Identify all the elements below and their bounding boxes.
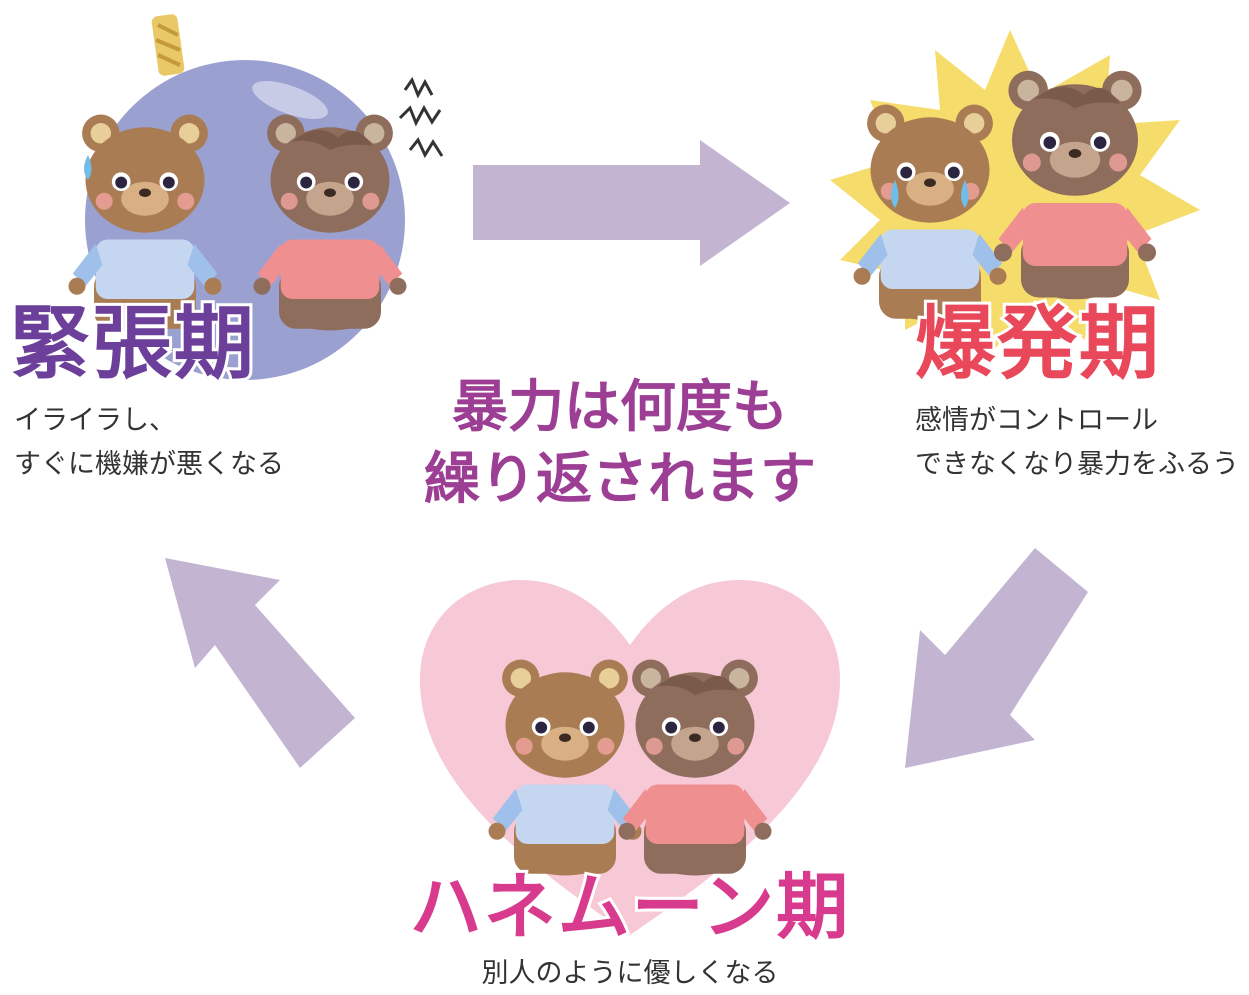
tension-phase-title: 緊張期 xyxy=(7,294,257,393)
arrow-icon xyxy=(473,140,790,266)
arrow-icon xyxy=(905,548,1088,768)
center-message: 暴力は何度も 繰り返されます xyxy=(400,372,840,516)
center-message-line1: 暴力は何度も xyxy=(452,375,788,440)
explosion-phase-title: 爆発期 xyxy=(912,294,1162,393)
explosion-desc-line1: 感情がコントロール xyxy=(915,405,1158,436)
arrow-icon xyxy=(165,558,355,768)
tension-desc-line1: イライラし、 xyxy=(14,405,176,436)
center-message-line2: 繰り返されます xyxy=(424,447,816,512)
honeymoon-desc: 別人のように優しくなる xyxy=(481,958,779,989)
tension-desc-line2: すぐに機嫌が悪くなる xyxy=(14,449,284,480)
honeymoon-phase-title: ハネムーン期 xyxy=(407,862,851,952)
explosion-desc-line2: できなくなり暴力をふるう xyxy=(915,449,1239,480)
angry-scribble-icon xyxy=(398,76,444,159)
